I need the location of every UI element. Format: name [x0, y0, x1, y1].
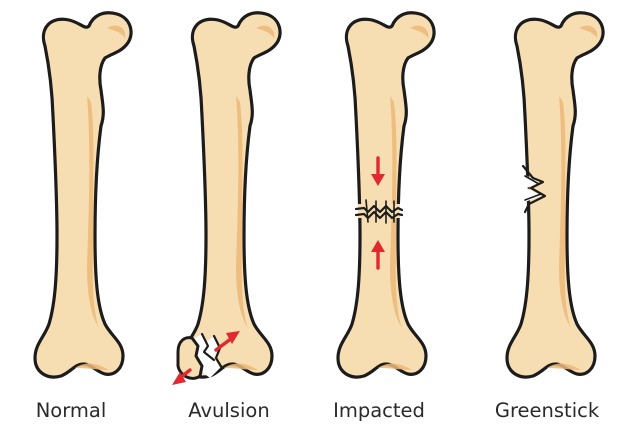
impacted-bone	[338, 13, 434, 377]
caption-normal: Normal	[1, 397, 141, 425]
normal-bone	[35, 13, 131, 377]
caption-impacted: Impacted	[309, 397, 449, 425]
caption-greenstick: Greenstick	[477, 397, 617, 425]
greenstick-bone	[507, 13, 603, 377]
caption-avulsion: Avulsion	[159, 397, 299, 425]
avulsion-bone	[178, 13, 280, 379]
